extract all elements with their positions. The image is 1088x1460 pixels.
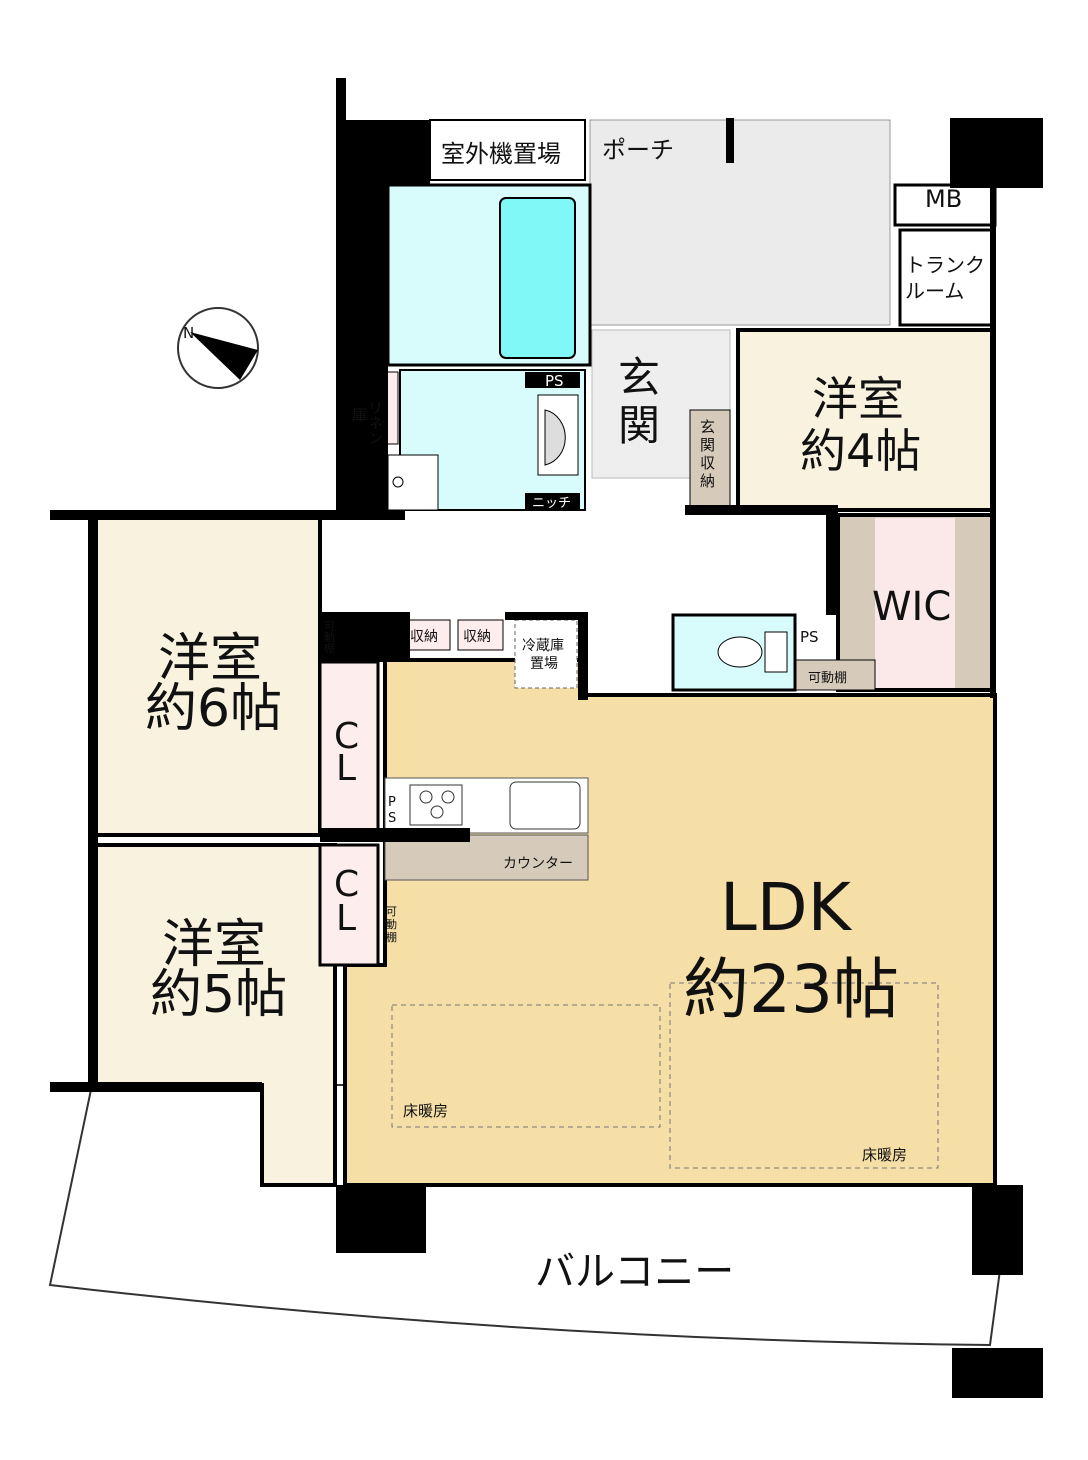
label-ps-kitchen: P xyxy=(388,795,396,810)
label-linen-2: 庫 xyxy=(352,406,367,424)
label-linen: リネン xyxy=(366,400,384,445)
western-room-4 xyxy=(736,328,995,512)
label-closet-2: L xyxy=(336,898,356,939)
label-balcony: バルコニー xyxy=(535,1249,734,1295)
label-fridge-2: 置場 xyxy=(530,656,558,672)
stove-icon xyxy=(409,784,463,826)
label-western-5-size: 約5帖 xyxy=(150,965,287,1025)
label-trunk-room: トランク xyxy=(905,253,985,277)
label-movable-shelf-2: 動 xyxy=(386,917,397,931)
label-fridge: 冷蔵庫 xyxy=(522,637,564,654)
label-genkan-storage: 玄 xyxy=(700,418,715,436)
label-movable-shelf-1: 動 xyxy=(324,630,335,644)
label-genkan-storage: 納 xyxy=(700,472,715,490)
label-storage-1: 収納 xyxy=(410,629,438,645)
north-arrow-icon: N xyxy=(177,307,259,389)
label-mb: MB xyxy=(925,185,962,213)
label-movable-shelf-wic: 可動棚 xyxy=(808,671,847,686)
bathtub xyxy=(499,197,576,359)
label-ldk: LDK xyxy=(720,869,853,946)
sink-icon xyxy=(544,409,566,466)
label-porch: ポーチ xyxy=(602,136,674,164)
label-trunk-room-2: ルーム xyxy=(905,279,964,303)
label-western-6: 洋室 xyxy=(158,629,262,689)
closet-2 xyxy=(318,843,380,967)
label-western-5: 洋室 xyxy=(162,915,266,975)
label-ldk-size: 約23帖 xyxy=(683,951,899,1028)
label-wic: WIC xyxy=(872,584,951,630)
label-closet-1: C xyxy=(334,716,359,757)
label-closet-1: L xyxy=(336,748,356,789)
label-closet-2: C xyxy=(334,864,359,905)
label-floor-heating-1: 床暖房 xyxy=(403,1102,448,1120)
label-floor-heating-2: 床暖房 xyxy=(862,1146,907,1164)
compass-label: N xyxy=(183,324,194,342)
label-outdoor-unit: 室外機置場 xyxy=(441,140,561,168)
kitchen-sink-icon xyxy=(509,781,581,830)
label-storage-2: 収納 xyxy=(463,629,491,645)
label-niche: ニッチ xyxy=(532,496,571,511)
label-movable-shelf-1: 棚 xyxy=(324,641,335,655)
walls xyxy=(50,78,1043,1398)
label-movable-shelf-2: 棚 xyxy=(386,930,397,944)
label-genkan-2: 関 xyxy=(618,401,660,450)
label-ps-kitchen: S xyxy=(388,811,396,826)
label-counter: カウンター xyxy=(503,856,573,872)
toilet-icon xyxy=(717,636,763,668)
porch-area xyxy=(589,119,891,326)
label-western-6-size: 約6帖 xyxy=(145,679,282,739)
label-ps-toilet: PS xyxy=(800,628,819,646)
outdoor-unit-area xyxy=(429,119,586,181)
counter xyxy=(384,834,589,881)
label-genkan-storage: 関 xyxy=(700,436,715,454)
label-genkan: 玄 xyxy=(618,353,660,402)
label-ps-bath: PS xyxy=(545,372,564,390)
western-room-6 xyxy=(93,513,322,837)
label-movable-shelf-1: 可 xyxy=(324,620,335,633)
label-western-4: 洋室 xyxy=(812,372,904,426)
label-movable-shelf-2: 可 xyxy=(386,905,397,918)
label-genkan-storage: 収 xyxy=(700,454,715,472)
label-western-4-size: 約4帖 xyxy=(800,424,921,478)
